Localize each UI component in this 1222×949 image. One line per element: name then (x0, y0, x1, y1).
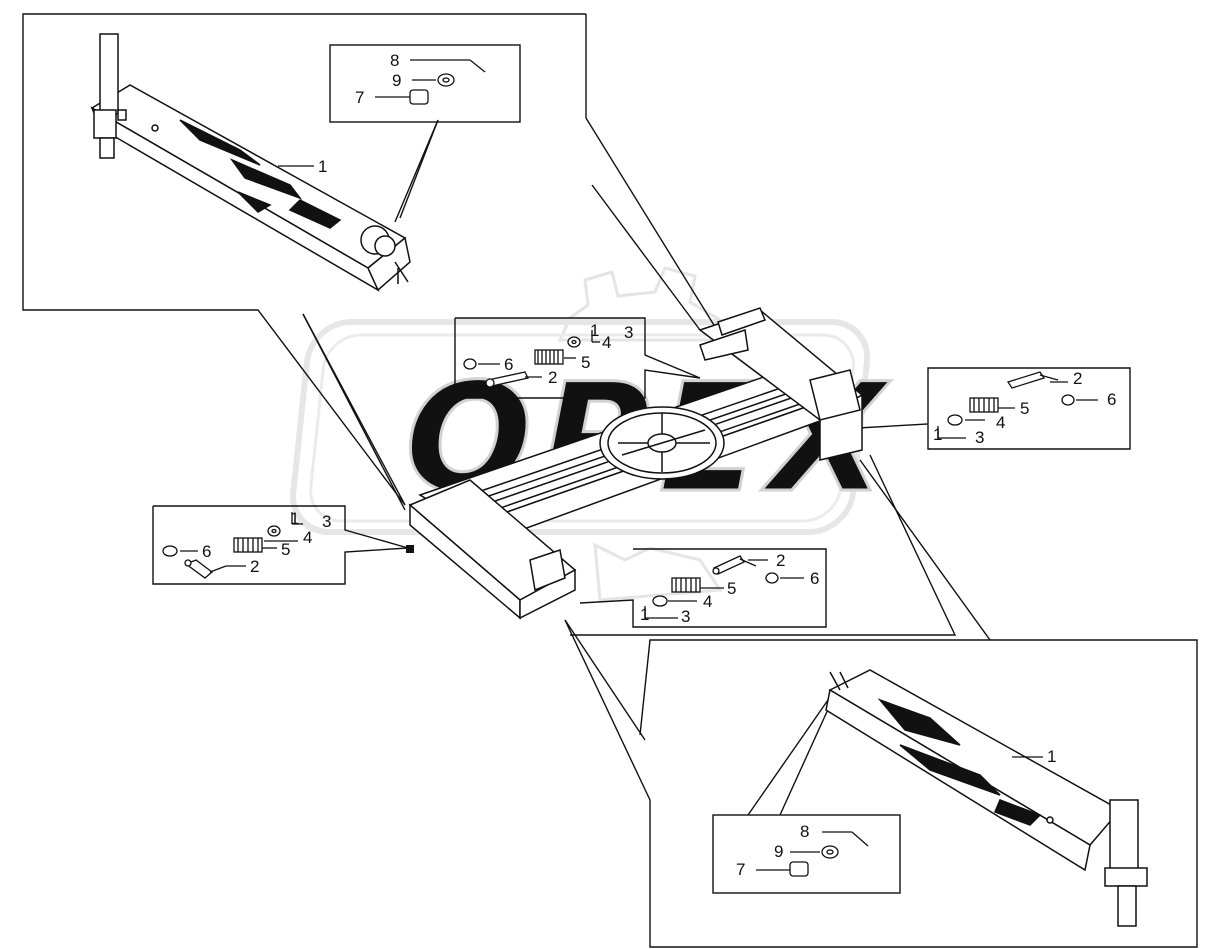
bolt-left-mount (406, 545, 414, 553)
outrigger-boom-top (90, 33, 411, 292)
callout-l-cap: 6 (202, 542, 211, 561)
callout-r-cap: 6 (1107, 390, 1116, 409)
callout-ct-pin: 2 (548, 368, 557, 387)
callout-washer-top: 9 (392, 71, 401, 90)
callout-cb-spring: 5 (727, 579, 736, 598)
callout-ct-bracket: 1 (590, 321, 599, 340)
callout-r-spring: 5 (1020, 399, 1029, 418)
callout-ct-cap: 6 (504, 355, 513, 374)
callout-r-clip: 3 (975, 428, 984, 447)
callout-l-pin: 2 (250, 557, 259, 576)
callout-cb-clip: 3 (681, 607, 690, 626)
detail-center-bottom (644, 555, 804, 619)
outrigger-boom-bottom (825, 669, 1148, 927)
callout-cb-cap: 6 (810, 569, 819, 588)
callout-ct-clip: 3 (624, 323, 633, 342)
callout-ct-washer: 4 (602, 333, 611, 352)
callout-l-washer: 4 (303, 528, 312, 547)
callout-plug-bottom: 7 (736, 860, 745, 879)
callout-l-clip: 3 (322, 512, 331, 531)
pin-icon (485, 371, 529, 388)
detail-bottom-right (756, 831, 869, 877)
callout-r-bracket: 1 (933, 425, 942, 444)
central-frame (408, 307, 864, 620)
callout-l-bracket: 1 (290, 509, 299, 528)
callout-r-washer: 4 (996, 413, 1005, 432)
detail-center-top (463, 330, 600, 388)
callout-boom-bottom: 1 (1047, 747, 1056, 766)
callout-r-pin: 2 (1073, 369, 1082, 388)
detail-right (937, 371, 1098, 439)
detail-top-left (375, 59, 486, 105)
leader-frames (22, 13, 1198, 948)
callout-cb-pin: 2 (776, 551, 785, 570)
bolt-icon (409, 89, 429, 105)
callout-bolt-top: 8 (390, 51, 399, 70)
callout-l-spring: 5 (281, 540, 290, 559)
callout-plug-top: 7 (355, 88, 364, 107)
detail-left (162, 512, 303, 579)
callout-washer-bottom: 9 (774, 842, 783, 861)
callout-cb-washer: 4 (703, 592, 712, 611)
callout-boom-top: 1 (318, 157, 327, 176)
callout-cb-bracket: 1 (640, 605, 649, 624)
callout-bolt-bottom: 8 (800, 822, 809, 841)
callout-ct-spring: 5 (581, 353, 590, 372)
spring-icon (534, 349, 564, 365)
